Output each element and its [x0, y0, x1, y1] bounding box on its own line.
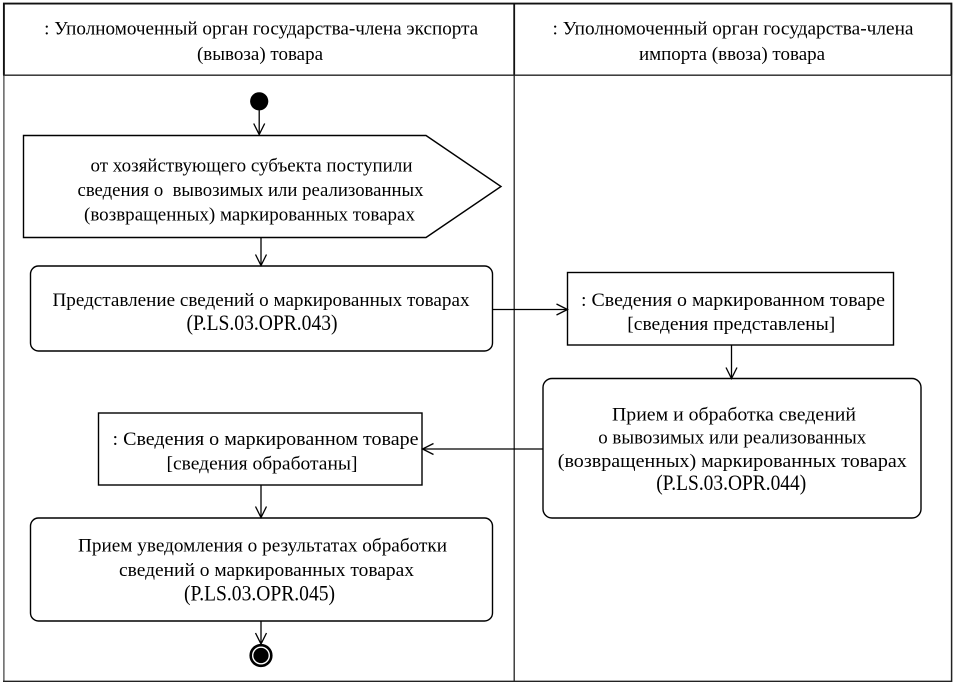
- svg-text:импорта (ввоза) товара: импорта (ввоза) товара: [639, 44, 826, 65]
- svg-text:сведений о маркированных товар: сведений о маркированных товарах: [119, 560, 415, 581]
- svg-text:о вывозимых или реализованных: о вывозимых или реализованных: [598, 428, 866, 449]
- svg-text:: Сведения о маркированном тов: : Сведения о маркированном товаре: [113, 429, 419, 450]
- svg-text:Прием и обработка сведений: Прием и обработка сведений: [612, 405, 856, 426]
- svg-text:(возвращенных) маркированных т: (возвращенных) маркированных товарах: [84, 205, 415, 226]
- svg-text:(возвращенных) маркированных т: (возвращенных) маркированных товарах: [558, 451, 908, 472]
- svg-text:[сведения представлены]: [сведения представлены]: [627, 314, 835, 335]
- svg-text:: Сведения о маркированном тов: : Сведения о маркированном товаре: [581, 290, 885, 311]
- svg-text:Представление сведений о марки: Представление сведений о маркированных т…: [53, 290, 471, 311]
- svg-text:от хозяйствующего субъекта пос: от хозяйствующего субъекта поступили: [91, 156, 413, 177]
- svg-text:(P.LS.03.OPR.043): (P.LS.03.OPR.043): [187, 310, 338, 335]
- svg-text:(P.LS.03.OPR.044): (P.LS.03.OPR.044): [656, 470, 806, 495]
- svg-text:: Уполномоченный орган государ: : Уполномоченный орган государства-члена…: [44, 19, 479, 40]
- svg-text:сведения о вывозимых или реал: сведения о вывозимых или реализованных: [78, 180, 424, 201]
- svg-text:(вывоза) товара: (вывоза) товара: [197, 44, 324, 65]
- svg-text:Прием уведомления о результата: Прием уведомления о результатах обработк…: [78, 536, 447, 557]
- svg-text:: Уполномоченный орган государ: : Уполномоченный орган государства-члена: [553, 19, 915, 40]
- svg-text:(P.LS.03.OPR.045): (P.LS.03.OPR.045): [184, 581, 335, 606]
- svg-text:[сведения обработаны]: [сведения обработаны]: [167, 454, 358, 475]
